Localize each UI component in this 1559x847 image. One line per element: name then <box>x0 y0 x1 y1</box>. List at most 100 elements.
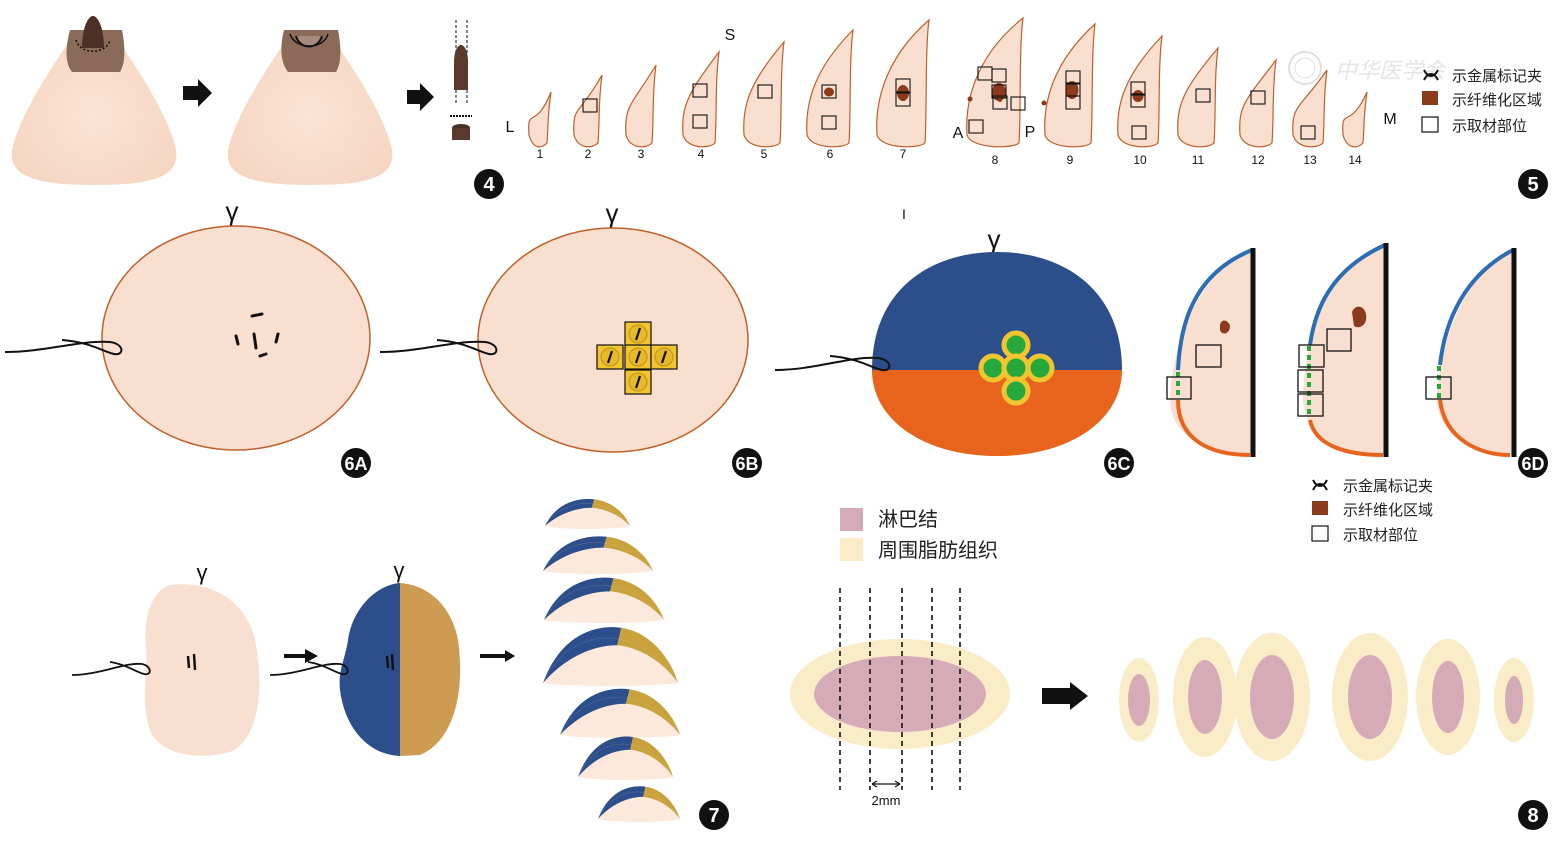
sampling-box <box>582 98 598 113</box>
sampling-box <box>821 84 837 99</box>
marker-clip <box>606 350 614 364</box>
clip-marker: γ <box>606 198 619 228</box>
cross-section-1 <box>1166 248 1256 457</box>
clip-icon <box>1423 69 1439 81</box>
suture-thread <box>71 661 151 676</box>
tissue-slice-4 <box>682 49 720 148</box>
sampling-box <box>1326 328 1352 352</box>
suture-thread <box>774 355 891 372</box>
excision-area-2 <box>281 30 341 72</box>
fat-swatch <box>840 538 863 561</box>
sampling-swatch <box>1311 525 1329 542</box>
arrow-right-icon <box>480 650 515 662</box>
panel-label-6c: 6C <box>1107 454 1130 474</box>
superior-half-blue <box>872 252 1122 370</box>
slice-number-11: 11 <box>1192 153 1205 167</box>
cross-section-3 <box>1425 248 1517 457</box>
marker-clip <box>634 375 642 389</box>
slice-number-1: 1 <box>537 147 544 161</box>
panel-label-7: 7 <box>708 805 719 827</box>
fibrosis-spot <box>998 98 1002 102</box>
orientation-posterior: P <box>1025 124 1036 141</box>
sampling-box <box>1297 369 1324 393</box>
fibrosis-spot <box>1041 100 1047 106</box>
specimen-base-body <box>452 128 470 140</box>
node-slice-core-2 <box>1188 660 1222 734</box>
sampling-swatch <box>1421 116 1439 133</box>
sampling-dot <box>1001 330 1031 360</box>
sampling-box <box>991 68 1007 83</box>
slice-blue-edge-2 <box>543 536 607 571</box>
slice-blue-edge-1 <box>545 499 595 526</box>
legend-sampling-label: 示取材部位 <box>1343 527 1418 544</box>
clip-marker: γ <box>988 224 1001 254</box>
sampling-box <box>992 95 1008 110</box>
panel-badge <box>1518 169 1548 199</box>
sampling-box <box>821 115 837 130</box>
slice-blue-edge-6 <box>578 736 634 777</box>
clip-marker: γ <box>226 196 239 226</box>
sampling-box <box>1195 344 1222 368</box>
watermark-logo: 中华医学会 <box>1288 51 1447 85</box>
clip-icon <box>1312 479 1328 491</box>
cross-section-2 <box>1297 243 1389 457</box>
panel-label-6a: 6A <box>344 454 367 474</box>
slice-stack <box>542 499 681 822</box>
legend-node-label: 淋巴结 <box>878 508 938 531</box>
sampling-box <box>692 114 708 129</box>
scale-bar <box>871 780 901 788</box>
sampling-box <box>1065 70 1081 85</box>
specimen-flat <box>144 584 260 756</box>
legend-fibrosis-label: 示纤维化区域 <box>1452 92 1542 109</box>
sampling-box <box>895 78 911 93</box>
panel-label-6d: 6D <box>1521 454 1544 474</box>
fibrosis-spot <box>1352 306 1367 328</box>
panel-4: 4 <box>11 16 504 199</box>
clip-marker: γ <box>394 558 405 583</box>
suture-thread <box>269 661 349 676</box>
slice-gold-edge-7 <box>643 786 680 819</box>
specimen-disc <box>477 227 749 453</box>
lesion-1 <box>82 16 104 48</box>
sampling-dot <box>1025 353 1055 383</box>
sampling-box <box>1250 90 1266 105</box>
arrow-right-icon <box>1042 682 1088 710</box>
orientation-superior: S <box>725 27 736 44</box>
specimen-blue-half <box>339 583 400 756</box>
fibrosis-swatch <box>1422 91 1438 105</box>
legend-mid: 示金属标记夹 示纤维化区域 示取材部位 <box>1311 478 1433 544</box>
sampling-box <box>1065 95 1081 110</box>
panel-badge <box>1518 800 1548 830</box>
slice-number-13: 13 <box>1303 153 1317 167</box>
tissue-mound-1 <box>11 30 177 185</box>
legend-sampling-label: 示取材部位 <box>1452 118 1527 135</box>
orientation-lateral: L <box>506 119 515 136</box>
slice-number-2: 2 <box>585 147 592 161</box>
marker-clips <box>385 653 395 671</box>
tissue-slice-11 <box>1177 46 1219 148</box>
sampling-dots <box>978 330 1055 406</box>
node-slice-core-5 <box>1432 661 1464 733</box>
orientation-medial: M <box>1383 111 1396 128</box>
sampling-dot <box>1001 353 1031 383</box>
arrow-right-icon <box>284 649 318 663</box>
fibrosis-spot <box>1220 320 1230 334</box>
node-slice-core-1 <box>1128 674 1150 726</box>
panel-badge <box>474 169 504 199</box>
panel-badge <box>699 800 729 830</box>
node-slice-core-6 <box>1505 676 1523 724</box>
sampling-box <box>1300 125 1316 140</box>
slice-blue-edge-5 <box>560 688 630 735</box>
sampling-box <box>1166 376 1192 400</box>
slice-number-5: 5 <box>761 147 768 161</box>
slice-blue-edge-4 <box>543 627 622 683</box>
sampling-box <box>991 84 1007 99</box>
legend-top: 示金属标记夹 示纤维化区域 示取材部位 <box>1421 68 1542 135</box>
tissue-slice-3 <box>625 64 657 148</box>
sampling-box <box>1298 344 1325 368</box>
slice-number-4: 4 <box>698 147 705 161</box>
slice-number-10: 10 <box>1133 153 1147 167</box>
tissue-slice-12 <box>1239 57 1277 148</box>
